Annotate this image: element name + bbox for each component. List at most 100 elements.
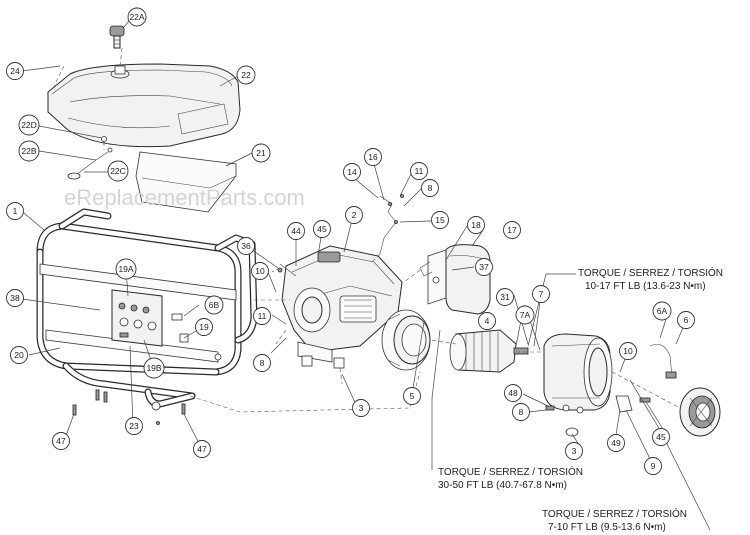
- callout-16: 16: [364, 148, 382, 166]
- svg-text:15: 15: [435, 215, 445, 225]
- svg-text:45: 45: [656, 432, 666, 442]
- generator-frame: [36, 208, 258, 411]
- torque-note-rotor: TORQUE / SERREZ / TORSIÓN 30-50 FT LB (4…: [438, 465, 583, 491]
- svg-text:3: 3: [359, 403, 364, 413]
- svg-text:21: 21: [256, 148, 266, 158]
- callout-24: 24: [6, 62, 24, 80]
- svg-text:TORQUE / SERREZ / TORSIÓN: TORQUE / SERREZ / TORSIÓN: [438, 465, 583, 478]
- svg-text:8: 8: [428, 183, 433, 193]
- svg-text:19A: 19A: [118, 264, 133, 274]
- callout-21: 21: [251, 143, 271, 163]
- callout-19a: 19A: [115, 258, 137, 280]
- rotor: [449, 329, 529, 373]
- callout-23: 23: [125, 417, 143, 435]
- callout-38: 38: [6, 289, 24, 307]
- callout-11-top: 11: [410, 162, 428, 180]
- svg-text:9: 9: [651, 461, 656, 471]
- callout-18: 18: [467, 216, 485, 234]
- callout-20: 20: [10, 346, 28, 364]
- callout-3-engine: 3: [352, 399, 370, 417]
- svg-text:3: 3: [572, 446, 577, 456]
- svg-text:49: 49: [611, 438, 621, 448]
- callout-19: 19: [195, 318, 213, 336]
- svg-text:TORQUE / SERREZ / TORSIÓN: TORQUE / SERREZ / TORSIÓN: [542, 507, 687, 520]
- callout-7: 7: [532, 285, 550, 303]
- callout-7a: 7A: [515, 305, 535, 325]
- callout-47-left: 47: [52, 432, 70, 450]
- svg-text:31: 31: [500, 292, 510, 302]
- callout-10-left: 10: [251, 262, 269, 280]
- svg-text:36: 36: [241, 241, 251, 251]
- svg-text:7A: 7A: [520, 310, 531, 320]
- callout-48: 48: [504, 384, 522, 402]
- svg-text:45: 45: [317, 224, 327, 234]
- svg-text:6A: 6A: [657, 306, 668, 316]
- svg-text:7-10 FT LB (9.5-13.6 N•m): 7-10 FT LB (9.5-13.6 N•m): [548, 522, 666, 533]
- callout-8-right: 8: [512, 403, 530, 421]
- svg-text:1: 1: [13, 206, 18, 216]
- svg-text:8: 8: [260, 358, 265, 368]
- callout-4: 4: [478, 312, 496, 330]
- svg-text:10: 10: [623, 346, 633, 356]
- callout-22c: 22C: [107, 160, 129, 182]
- choke-linkage: [379, 194, 404, 255]
- svg-text:4: 4: [485, 316, 490, 326]
- svg-text:7: 7: [539, 289, 544, 299]
- engine-adapter: [381, 309, 431, 371]
- callout-8-left: 8: [253, 354, 271, 372]
- svg-text:2: 2: [352, 210, 357, 220]
- callout-22: 22: [236, 65, 256, 85]
- callout-1: 1: [6, 202, 24, 220]
- svg-text:14: 14: [347, 167, 357, 177]
- engine: [277, 245, 403, 369]
- svg-text:17: 17: [507, 225, 517, 235]
- fuel-tank: [47, 63, 241, 148]
- callout-2: 2: [345, 206, 363, 224]
- fuel-cap: [109, 25, 125, 49]
- callout-17: 17: [503, 221, 521, 239]
- small-hardware: [545, 395, 651, 437]
- frame-bolts: [72, 389, 186, 425]
- callout-10-right: 10: [619, 342, 637, 360]
- svg-text:22B: 22B: [21, 146, 36, 156]
- callout-47-right: 47: [193, 440, 211, 458]
- stator: [543, 333, 613, 414]
- callout-45-bottom: 45: [652, 428, 670, 446]
- svg-text:6B: 6B: [209, 300, 220, 310]
- callout-19b: 19B: [143, 357, 165, 379]
- torque-note-stator: TORQUE / SERREZ / TORSIÓN 10-17 FT LB (1…: [578, 266, 723, 292]
- callout-22d: 22D: [18, 114, 40, 136]
- tank-plate: [135, 151, 237, 213]
- svg-text:47: 47: [56, 436, 66, 446]
- callout-6: 6: [677, 311, 695, 329]
- control-panel: [111, 289, 189, 347]
- svg-text:37: 37: [479, 262, 489, 272]
- svg-text:5: 5: [410, 391, 415, 401]
- svg-text:47: 47: [197, 444, 207, 454]
- callout-37: 37: [475, 258, 493, 276]
- watermark-text: eReplacementParts.com: [64, 185, 305, 210]
- callout-22a: 22A: [127, 7, 147, 27]
- svg-text:38: 38: [10, 293, 20, 303]
- svg-text:24: 24: [10, 66, 20, 76]
- callout-44: 44: [287, 222, 305, 240]
- wire-harness: [649, 344, 677, 379]
- torque-note-end-cover: TORQUE / SERREZ / TORSIÓN 7-10 FT LB (9.…: [542, 507, 687, 533]
- svg-text:19B: 19B: [146, 363, 161, 373]
- svg-text:18: 18: [471, 220, 481, 230]
- callout-3-stator: 3: [565, 442, 583, 460]
- callout-6b: 6B: [204, 295, 224, 315]
- svg-text:22D: 22D: [21, 120, 37, 130]
- svg-text:10-17 FT LB (13.6-23 N•m): 10-17 FT LB (13.6-23 N•m): [585, 281, 706, 292]
- callout-5: 5: [403, 387, 421, 405]
- callout-45-top: 45: [313, 220, 331, 238]
- svg-text:48: 48: [508, 388, 518, 398]
- svg-text:30-50 FT LB (40.7-67.8 N•m): 30-50 FT LB (40.7-67.8 N•m): [438, 480, 567, 491]
- svg-text:23: 23: [129, 421, 139, 431]
- svg-text:8: 8: [519, 407, 524, 417]
- callout-11-left: 11: [253, 307, 271, 325]
- end-cover: [679, 387, 721, 437]
- svg-text:20: 20: [14, 350, 24, 360]
- callout-36: 36: [237, 237, 255, 255]
